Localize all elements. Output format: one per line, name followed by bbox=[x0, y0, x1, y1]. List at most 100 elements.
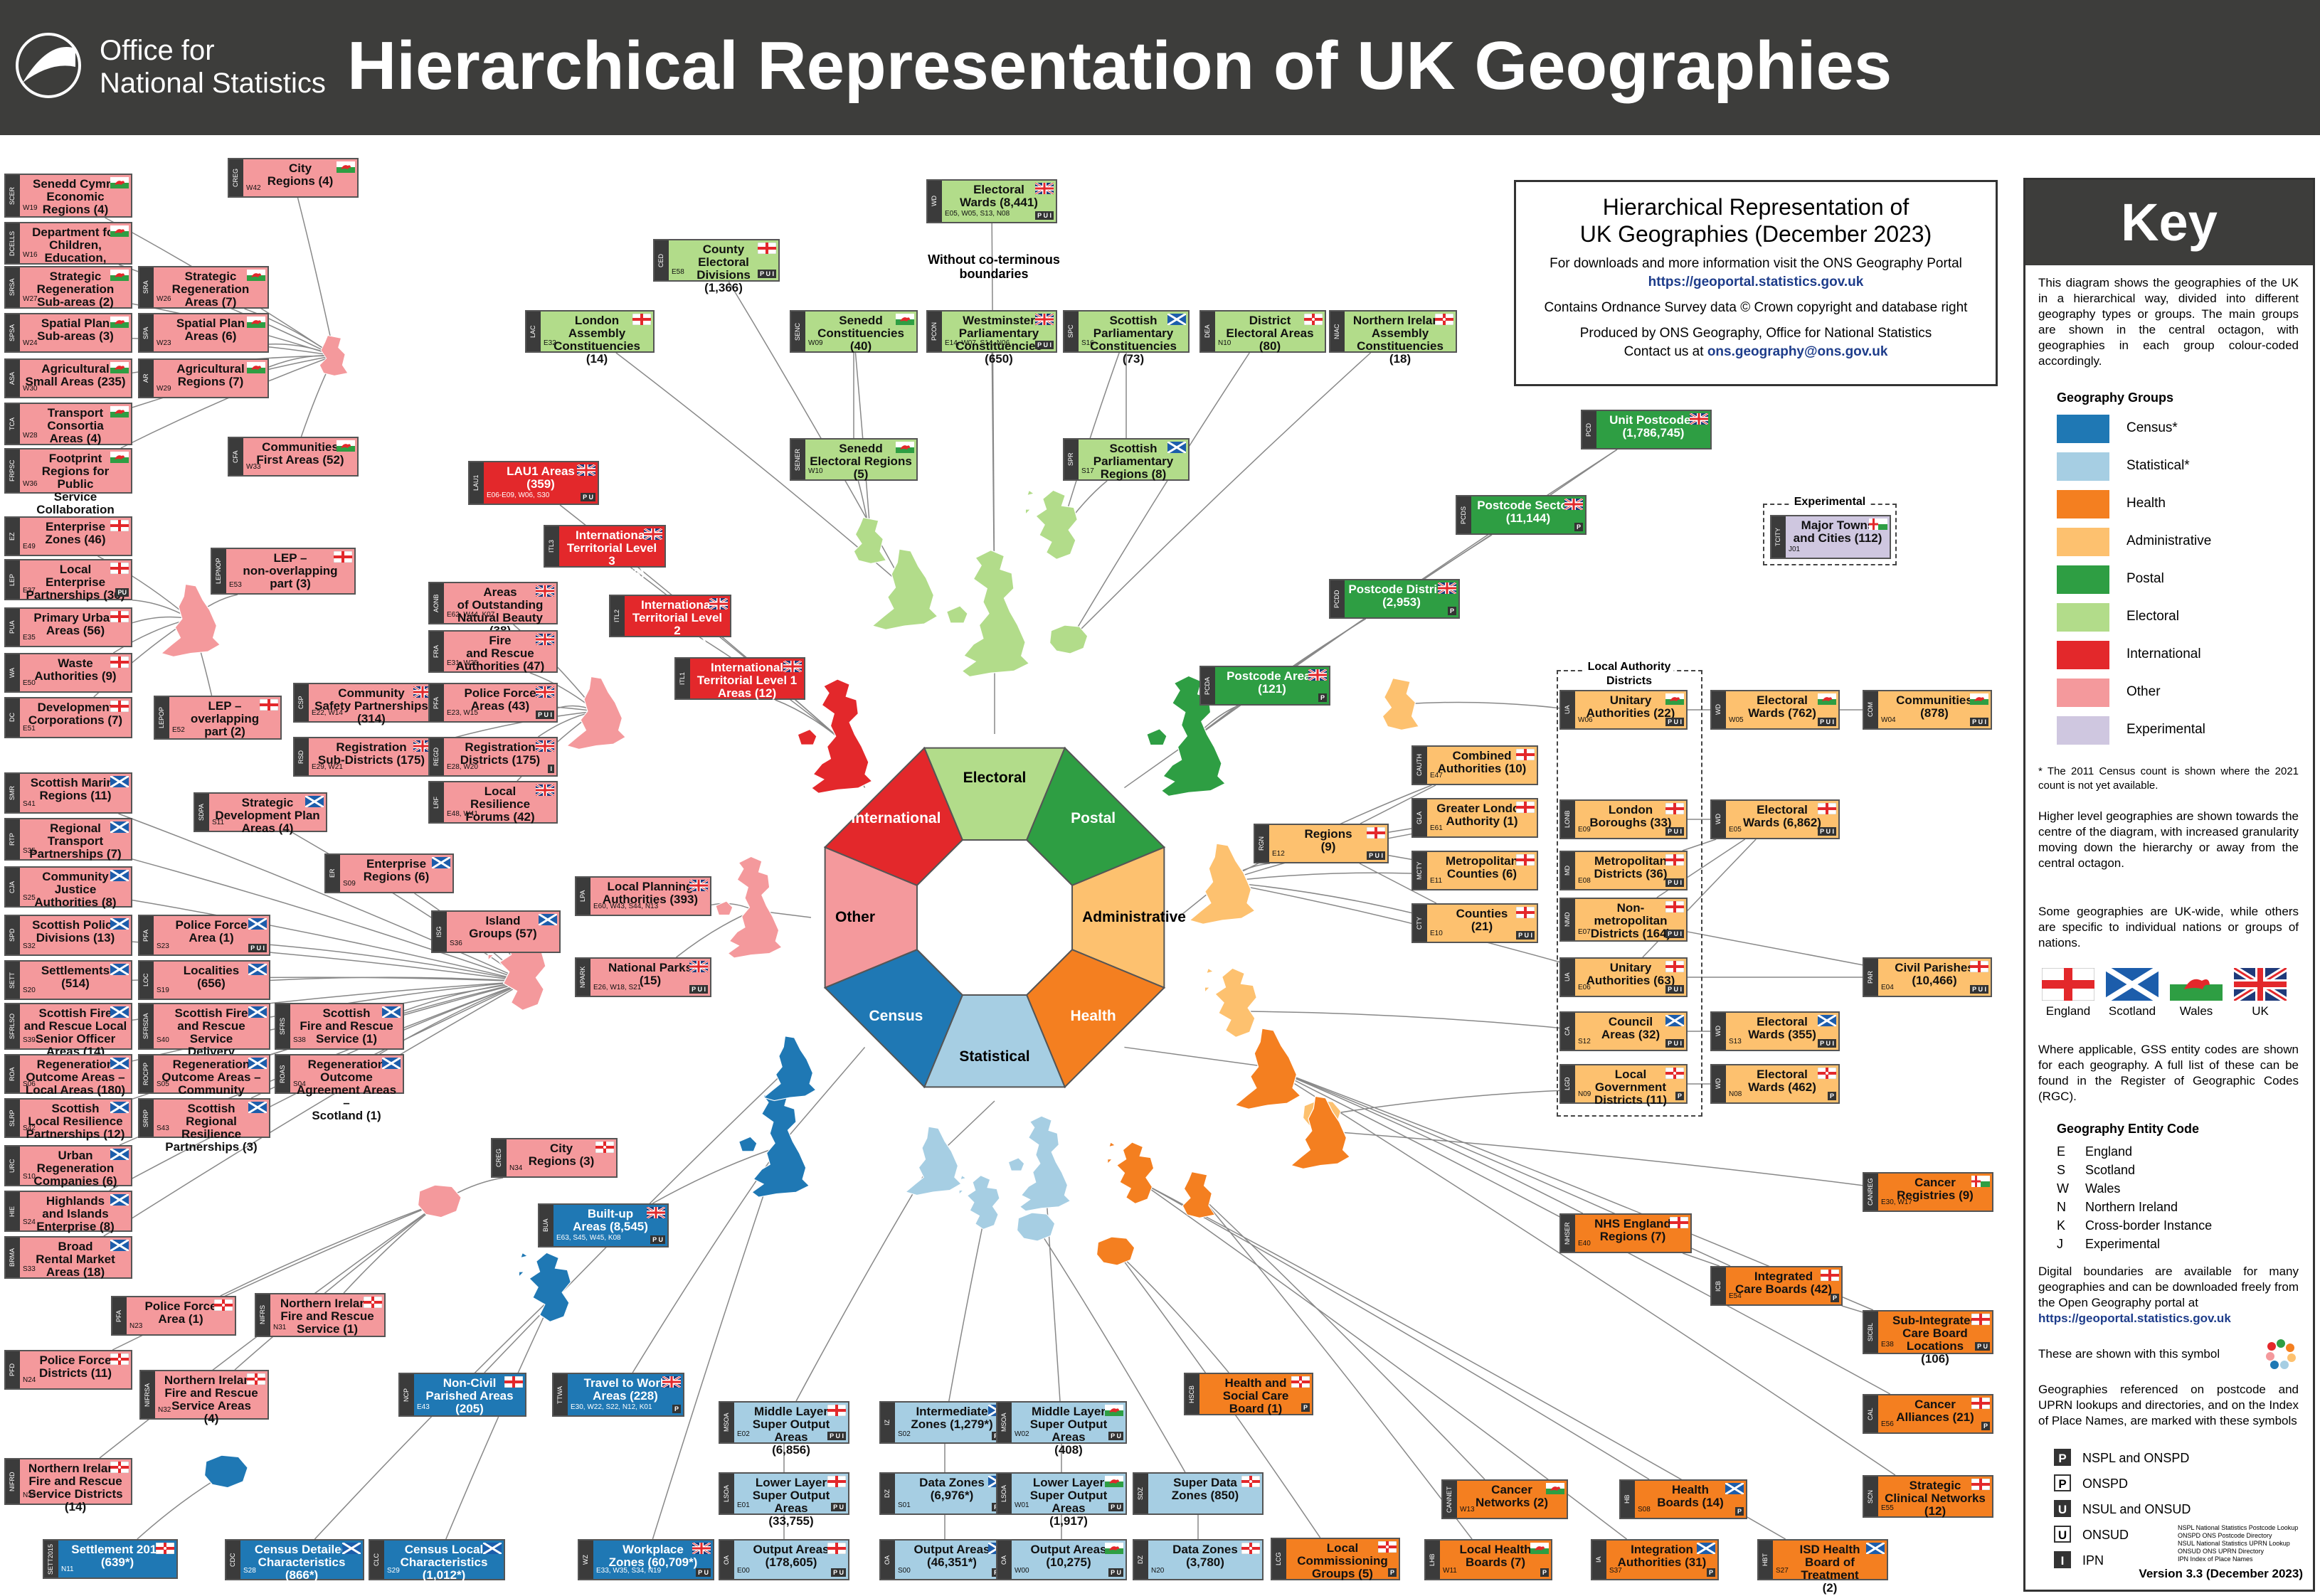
connector-line bbox=[1267, 1066, 1896, 1476]
wales-flag-icon bbox=[1530, 1543, 1549, 1554]
ew-flag-icon bbox=[1869, 518, 1887, 530]
info-portal-link[interactable]: https://geoportal.statistics.gov.uk bbox=[1648, 275, 1864, 289]
node-code: TCITY bbox=[1771, 516, 1786, 558]
node-entity-codes: N11 bbox=[61, 1565, 74, 1573]
node-code: PFA bbox=[139, 916, 154, 954]
node-name: Data Zones (3,780) bbox=[1172, 1543, 1238, 1569]
node-code: COM bbox=[1864, 691, 1878, 728]
entity-code-letter: N bbox=[2057, 1200, 2066, 1214]
info-title-line1: Hierarchical Representation of bbox=[1602, 194, 1910, 220]
node-entity-codes: S24 bbox=[23, 1218, 36, 1226]
node-entity-codes: W28 bbox=[23, 432, 38, 440]
node-entity-codes: E62, W44, K07 bbox=[447, 611, 495, 619]
wales-flag-icon bbox=[1970, 693, 1988, 705]
node-entity-codes: S17 bbox=[1081, 467, 1094, 475]
node-entity-codes: E05 bbox=[1729, 826, 1742, 834]
node-entity-codes: E10 bbox=[1430, 930, 1443, 937]
connector-line bbox=[220, 1201, 442, 1297]
entity-code-row: S Scotland bbox=[2057, 1163, 2135, 1178]
info-panel: Hierarchical Representation of UK Geogra… bbox=[1514, 180, 1998, 386]
node-entity-codes: W01 bbox=[1015, 1501, 1029, 1509]
node-code: CREG bbox=[229, 159, 243, 196]
node-name: Police Force Districts (11) bbox=[38, 1353, 112, 1380]
node-code: NIFRS bbox=[256, 1294, 270, 1336]
node-name: Localities (656) bbox=[183, 964, 240, 990]
node-postcode-symbols: P U I bbox=[1970, 985, 1988, 994]
octagon-label-other: Other bbox=[835, 909, 876, 925]
scotland-flag-icon bbox=[248, 918, 267, 930]
node-name: Broad Rental Market Areas (18) bbox=[36, 1240, 115, 1279]
wales-flag-icon bbox=[110, 452, 129, 463]
entity-code-letter: S bbox=[2057, 1163, 2066, 1177]
node-code: CAL bbox=[1864, 1395, 1878, 1432]
england-flag-icon bbox=[1516, 749, 1535, 760]
entity-code-name: Scotland bbox=[2085, 1163, 2136, 1177]
node-code: PCD bbox=[1582, 411, 1596, 448]
uk-flag-icon bbox=[536, 740, 554, 752]
org-name-line1: Office for bbox=[100, 35, 215, 66]
scotland-flag-icon bbox=[110, 821, 129, 833]
node-code: CSP bbox=[295, 684, 309, 721]
flag-label-wales: Wales bbox=[2179, 1004, 2213, 1018]
node-postcode-symbols: P U I bbox=[1970, 718, 1988, 726]
org-name-line2: National Statistics bbox=[100, 68, 326, 99]
uk-flag-icon bbox=[1690, 413, 1708, 425]
node-entity-codes: E30, W22, S22, N12, K01 bbox=[571, 1403, 652, 1411]
scotland-flag-icon bbox=[110, 918, 129, 930]
node-name: Cancer Networks (2) bbox=[1475, 1483, 1549, 1509]
key-groups-heading: Geography Groups bbox=[2057, 390, 2174, 405]
node-name: Registration Sub-Districts (175) bbox=[317, 740, 425, 767]
node-entity-codes: S35 bbox=[23, 847, 36, 855]
legend-label: Administrative bbox=[2126, 533, 2212, 548]
legend-swatch bbox=[2057, 415, 2109, 443]
node-code: NPARK bbox=[576, 959, 590, 996]
map-eElec-icon bbox=[871, 548, 939, 631]
map-wOther-icon bbox=[319, 335, 349, 376]
node-entity-codes: E09 bbox=[1578, 826, 1591, 834]
key-digital-link[interactable]: https://geoportal.statistics.gov.uk bbox=[2038, 1312, 2231, 1325]
connector-line bbox=[445, 1295, 554, 1540]
node-entity-codes: E63, S45, W45, K08 bbox=[556, 1234, 621, 1242]
node-name: Census Local Characteristics (1,012*) bbox=[400, 1543, 488, 1582]
node-entity-codes: E38 bbox=[1881, 1341, 1894, 1348]
node-code: CREG bbox=[492, 1139, 507, 1176]
uk-flag-icon bbox=[709, 598, 728, 610]
node-name: Output Areas (178,605) bbox=[753, 1543, 830, 1569]
node-code: LSOA bbox=[720, 1474, 734, 1513]
node-code: REGD bbox=[430, 738, 444, 775]
legend-label: Experimental bbox=[2126, 722, 2205, 737]
legend-swatch bbox=[2057, 603, 2109, 632]
node-code: LEP bbox=[6, 560, 20, 599]
uk-flag-icon bbox=[577, 464, 595, 476]
node-postcode-symbols: P U I bbox=[536, 711, 554, 719]
entity-code-letter: K bbox=[2057, 1218, 2066, 1233]
node-entity-codes: S09 bbox=[343, 880, 356, 888]
node-code: SDZ bbox=[1134, 1474, 1148, 1513]
node-name: Electoral Wards (762) bbox=[1748, 693, 1816, 720]
node-entity-codes: E26, W18, S21 bbox=[593, 984, 642, 991]
info-title-line2: UK Geographies (December 2023) bbox=[1579, 221, 1932, 247]
node-name: Regeneration Outcome Areas – Local Areas… bbox=[25, 1058, 126, 1097]
node-name: Scottish Parliamentary Constituencies (7… bbox=[1090, 314, 1177, 366]
node-code: SPSA bbox=[6, 314, 20, 351]
info-contact-email[interactable]: ons.geography@ons.gov.uk bbox=[1707, 344, 1888, 359]
node-name: Scottish Fire and Rescue Service (1) bbox=[300, 1006, 393, 1046]
node-code: NCP bbox=[400, 1374, 414, 1415]
scotland-flag-icon bbox=[432, 857, 450, 868]
